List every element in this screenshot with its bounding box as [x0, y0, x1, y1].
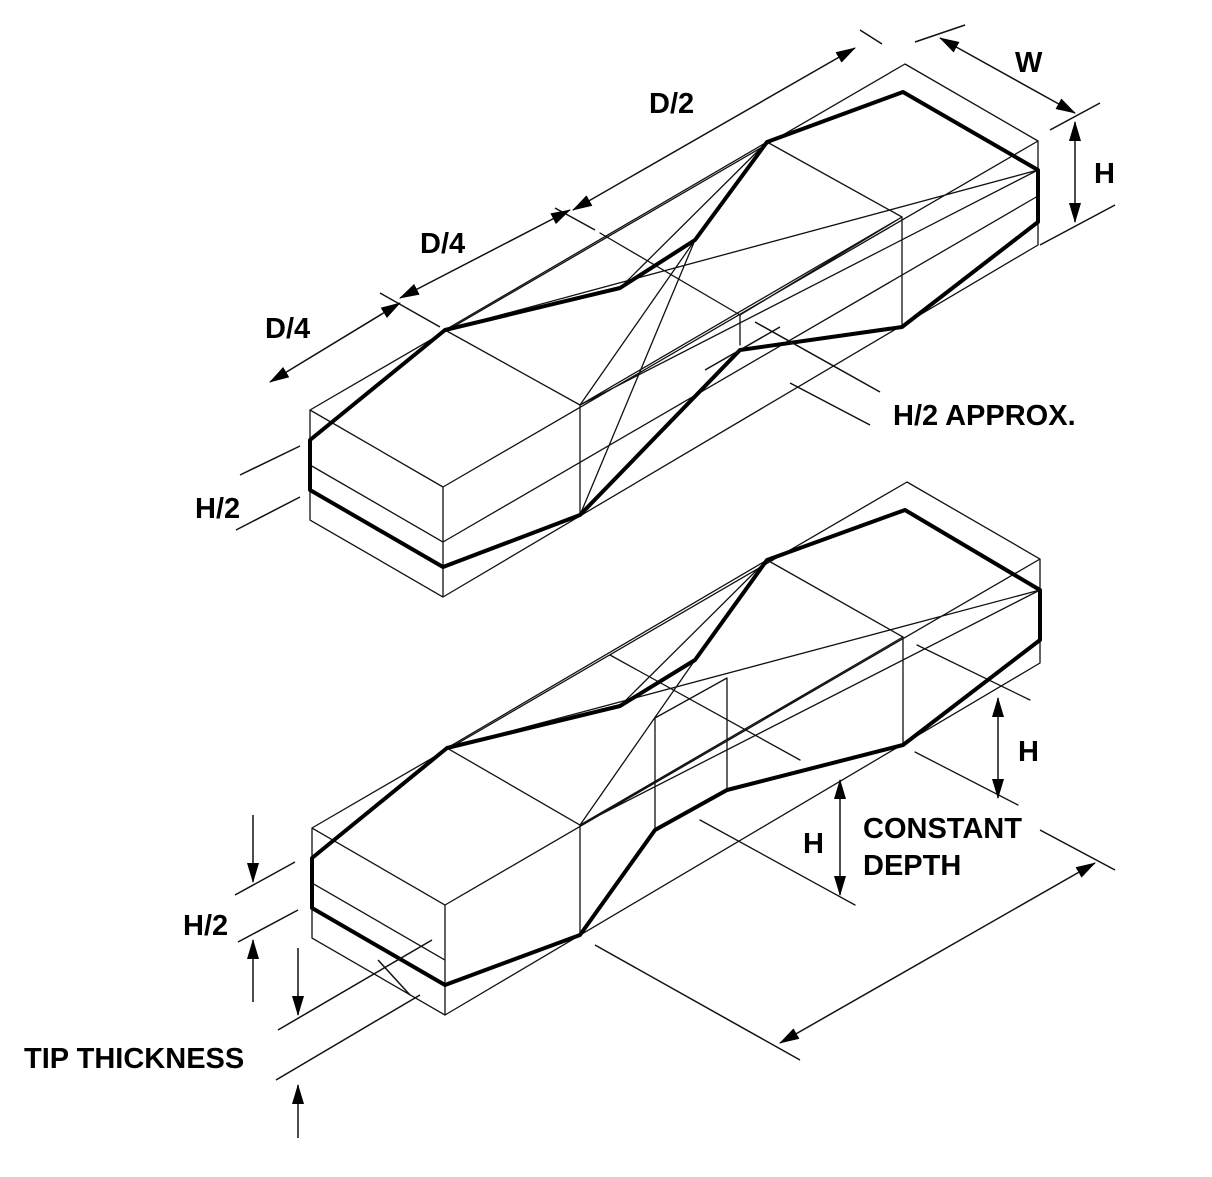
label-bottom-h-right: H	[1018, 736, 1039, 768]
label-top-d2: D/2	[649, 88, 694, 120]
top-dimensions	[235, 24, 1116, 531]
label-top-w: W	[1015, 47, 1043, 79]
top-blade	[308, 63, 1040, 598]
bottom-blade	[310, 481, 1042, 1016]
label-bottom-h-center: H	[803, 828, 824, 860]
label-top-h2: H/2	[195, 493, 240, 525]
top-blade-box-wireframe	[309, 63, 1039, 598]
label-bottom-depth: DEPTH	[863, 850, 961, 882]
bottom-blade-box-wireframe	[311, 481, 1041, 1016]
bottom-blade-outline	[310, 508, 1042, 987]
top-blade-outline	[308, 90, 1040, 569]
label-bottom-tip-thickness: TIP THICKNESS	[24, 1043, 244, 1075]
label-bottom-constant: CONSTANT	[863, 813, 1022, 845]
bottom-labels: H H CONSTANT DEPTH H/2 TIP THICKNESS	[24, 736, 1039, 1075]
label-top-d4-lower: D/4	[265, 313, 310, 345]
bottom-dimensions	[234, 697, 1116, 1138]
label-top-h2-approx: H/2 APPROX.	[893, 400, 1076, 432]
label-bottom-h2: H/2	[183, 910, 228, 942]
label-top-d4-upper: D/4	[420, 228, 465, 260]
top-labels: D/2 W H D/4 D/4 H/2 APPROX. H/2	[195, 47, 1115, 525]
label-top-h: H	[1094, 158, 1115, 190]
